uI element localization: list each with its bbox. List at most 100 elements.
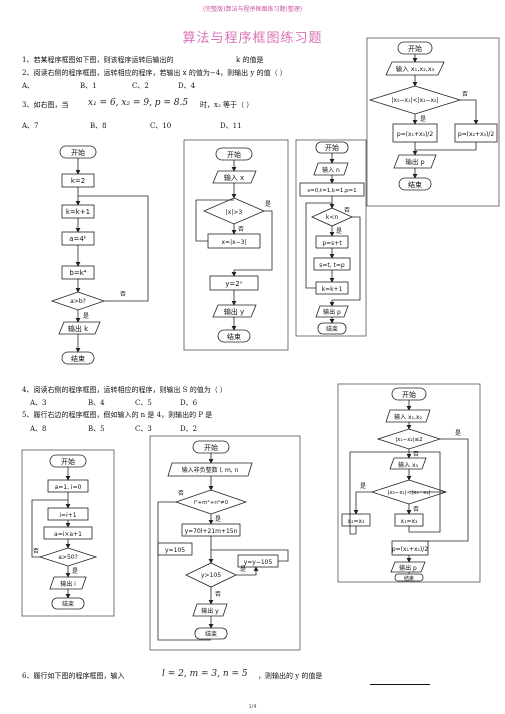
fc3-k: k=k+1 (322, 286, 343, 293)
fc1-no: 否 (120, 291, 126, 298)
fc5-start: 开始 (61, 457, 75, 466)
fc2-yes: 是 (265, 201, 271, 208)
fc7-condition-2: |x₃−x₁|<|x₃−x₂| (387, 490, 430, 496)
fc2-input: 输入 x (224, 173, 244, 182)
fc4-yes: 是 (420, 116, 426, 123)
q2-option-b: B、1 (80, 82, 97, 90)
fc5-a: a=i×a+1 (54, 531, 82, 538)
answer-blank (370, 670, 430, 689)
fc6-end: 结束 (205, 630, 217, 638)
fc3-start: 开始 (325, 143, 339, 152)
q4-option-b: B、4 (88, 399, 105, 407)
fc7-no-2: 否 (413, 506, 419, 513)
fc1-end: 结束 (71, 354, 85, 363)
fc3-yes: 是 (336, 228, 342, 235)
fc4-p2: p=(x₂+x₃)/2 (458, 131, 494, 138)
fc3-p: p=s+t (322, 240, 342, 247)
fc2-no: 否 (238, 226, 244, 233)
fc4-no: 否 (462, 91, 468, 98)
fc4-output: 输出 p (405, 157, 424, 166)
fc2-end: 结束 (227, 332, 241, 341)
fc6-output: 输出 y (201, 607, 219, 615)
question-6-math: l = 2, m = 3, n = 5 (162, 669, 248, 679)
question-5: 5、履行右边的程序框图，假如输入的 n 是 4，则输出的 P 是 (22, 411, 213, 419)
fc4-condition: |x₃−x₁|<|x₃−x₂| (392, 97, 439, 104)
page-header: (完整版)算法与程序框图练习题(整理) (202, 6, 303, 13)
question-6-prefix: 6、履行如下图的程序框图，输入 (22, 672, 125, 680)
fc1-yes: 是 (83, 313, 89, 320)
q4-option-c: C、5 (135, 399, 152, 407)
q2-option-d: D、4 (178, 82, 196, 90)
q3-option-c: C、10 (150, 122, 172, 130)
fc6-no: 否 (178, 490, 184, 497)
fc6-yes-2: 是 (240, 566, 246, 573)
q3-option-b: B、8 (90, 122, 107, 130)
question-3-math: x₁ = 6, x₂ = 9, p = 8.5 (88, 98, 189, 108)
fc2-output: 输出 y (224, 307, 244, 316)
fc7-assign-2: x₁=x₃ (401, 518, 419, 525)
fc2-assign: x=|x−3| (221, 239, 246, 246)
fc6-y105: y=105 (165, 547, 185, 554)
fc4-p1: p=(x₁+x₃)/2 (397, 131, 433, 138)
fc7-yes-2: 是 (360, 483, 366, 490)
flowchart-q2: 开始 输入 x |x|>3 是 否 x=|x−3| y=2ˣ 输出 y 结束 (183, 139, 289, 351)
flowchart-q3: 开始 输入 x₁,x₂,x₃ |x₃−x₁|<|x₃−x₂| 是 否 p=(x₁… (366, 37, 500, 207)
q4-option-d: D、6 (180, 399, 198, 407)
q2-option-c: C、2 (132, 82, 149, 90)
fc7-yes: 是 (455, 430, 461, 437)
fc7-output: 输出 p (399, 564, 417, 572)
fc1-a: a=4ᵏ (69, 235, 87, 243)
flowchart-q1: 开始 k=2 k=k+1 a=4ᵏ b=k⁴ a>b? 否 是 输出 k 结束 (50, 145, 149, 365)
fc3-condition: k<n (326, 214, 339, 221)
flowchart-q5: 开始 a=1, i=0 i=i+1 a=i×a+1 a>50? 否 是 输出 i… (21, 449, 115, 617)
question-3-prefix: 3、如右图，当 (22, 101, 69, 109)
fc5-condition: a>50? (58, 554, 78, 561)
fc5-init: a=1, i=0 (55, 484, 82, 491)
fc5-i: i=i+1 (59, 512, 76, 519)
fc6-sub: y=y−105 (244, 559, 273, 566)
fc2-start: 开始 (227, 150, 241, 159)
fc5-end: 结束 (62, 600, 74, 608)
question-6-suffix: ，则输出的 y 的值是 (258, 672, 323, 680)
q3-option-a: A、7 (22, 122, 39, 130)
fc6-no-2: 否 (215, 591, 221, 598)
q4-option-a: A、3 (30, 399, 47, 407)
fc7-start: 开始 (402, 390, 416, 399)
page-number: 1/4 (248, 704, 257, 710)
fc4-input: 输入 x₁,x₂,x₃ (396, 64, 435, 73)
fc7-no: 否 (413, 451, 419, 458)
question-1-tail: k 的值是 (236, 56, 264, 64)
question-1: 1、若某程序框图如下图，则该程序运转后输出的 (22, 56, 174, 64)
fc1-kk1: k=k+1 (66, 208, 90, 216)
fc6-condition: l²+m²+n²≠0 (194, 499, 229, 506)
q3-option-d: D、11 (220, 122, 242, 130)
fc7-end: 结束 (404, 575, 414, 582)
fc2-y: y=2ˣ (225, 280, 243, 288)
q2-option-a: A、 (22, 82, 35, 90)
fc6-yes: 是 (215, 516, 221, 523)
fc6-condition-2: y>105 (201, 572, 221, 579)
fc7-condition: |x₁−x₂|≤2 (395, 437, 422, 443)
q5-option-b: B、5 (88, 425, 105, 433)
fc5-output: 输出 i (60, 580, 76, 588)
fc3-st: s=t, t=p (319, 262, 345, 269)
fc7-p: p=(x₁+x₂)/2 (392, 546, 428, 553)
fc7-input: 输入 x₁,x₂ (394, 413, 422, 421)
fc3-end: 结束 (326, 325, 338, 333)
question-4: 4、阅读右侧的程序框图，运转相应的程序，则输出 S 的值为（ ） (22, 386, 227, 394)
fc1-k2: k=2 (71, 177, 85, 185)
fc1-b: b=k⁴ (69, 269, 86, 277)
fc2-condition: |x|>3 (226, 209, 243, 216)
fc3-output: 输出 p (323, 308, 341, 316)
fc6-calc: y=70l+21m+15n (185, 528, 238, 535)
fc1-condition: a>b? (70, 298, 86, 305)
fc4-start: 开始 (408, 44, 422, 53)
flowchart-q4: 开始 输入 n s=0,t=1,k=1,p=1 k<n 否 是 p=s+t s=… (295, 139, 367, 337)
fc7-assign-1: x₂=x₃ (348, 518, 366, 525)
fc3-input: 输入 n (322, 166, 340, 174)
fc3-init: s=0,t=1,k=1,p=1 (307, 188, 356, 194)
q5-option-d: D、2 (180, 425, 198, 433)
q5-option-a: A、8 (30, 425, 47, 433)
fc3-no: 否 (344, 207, 350, 214)
